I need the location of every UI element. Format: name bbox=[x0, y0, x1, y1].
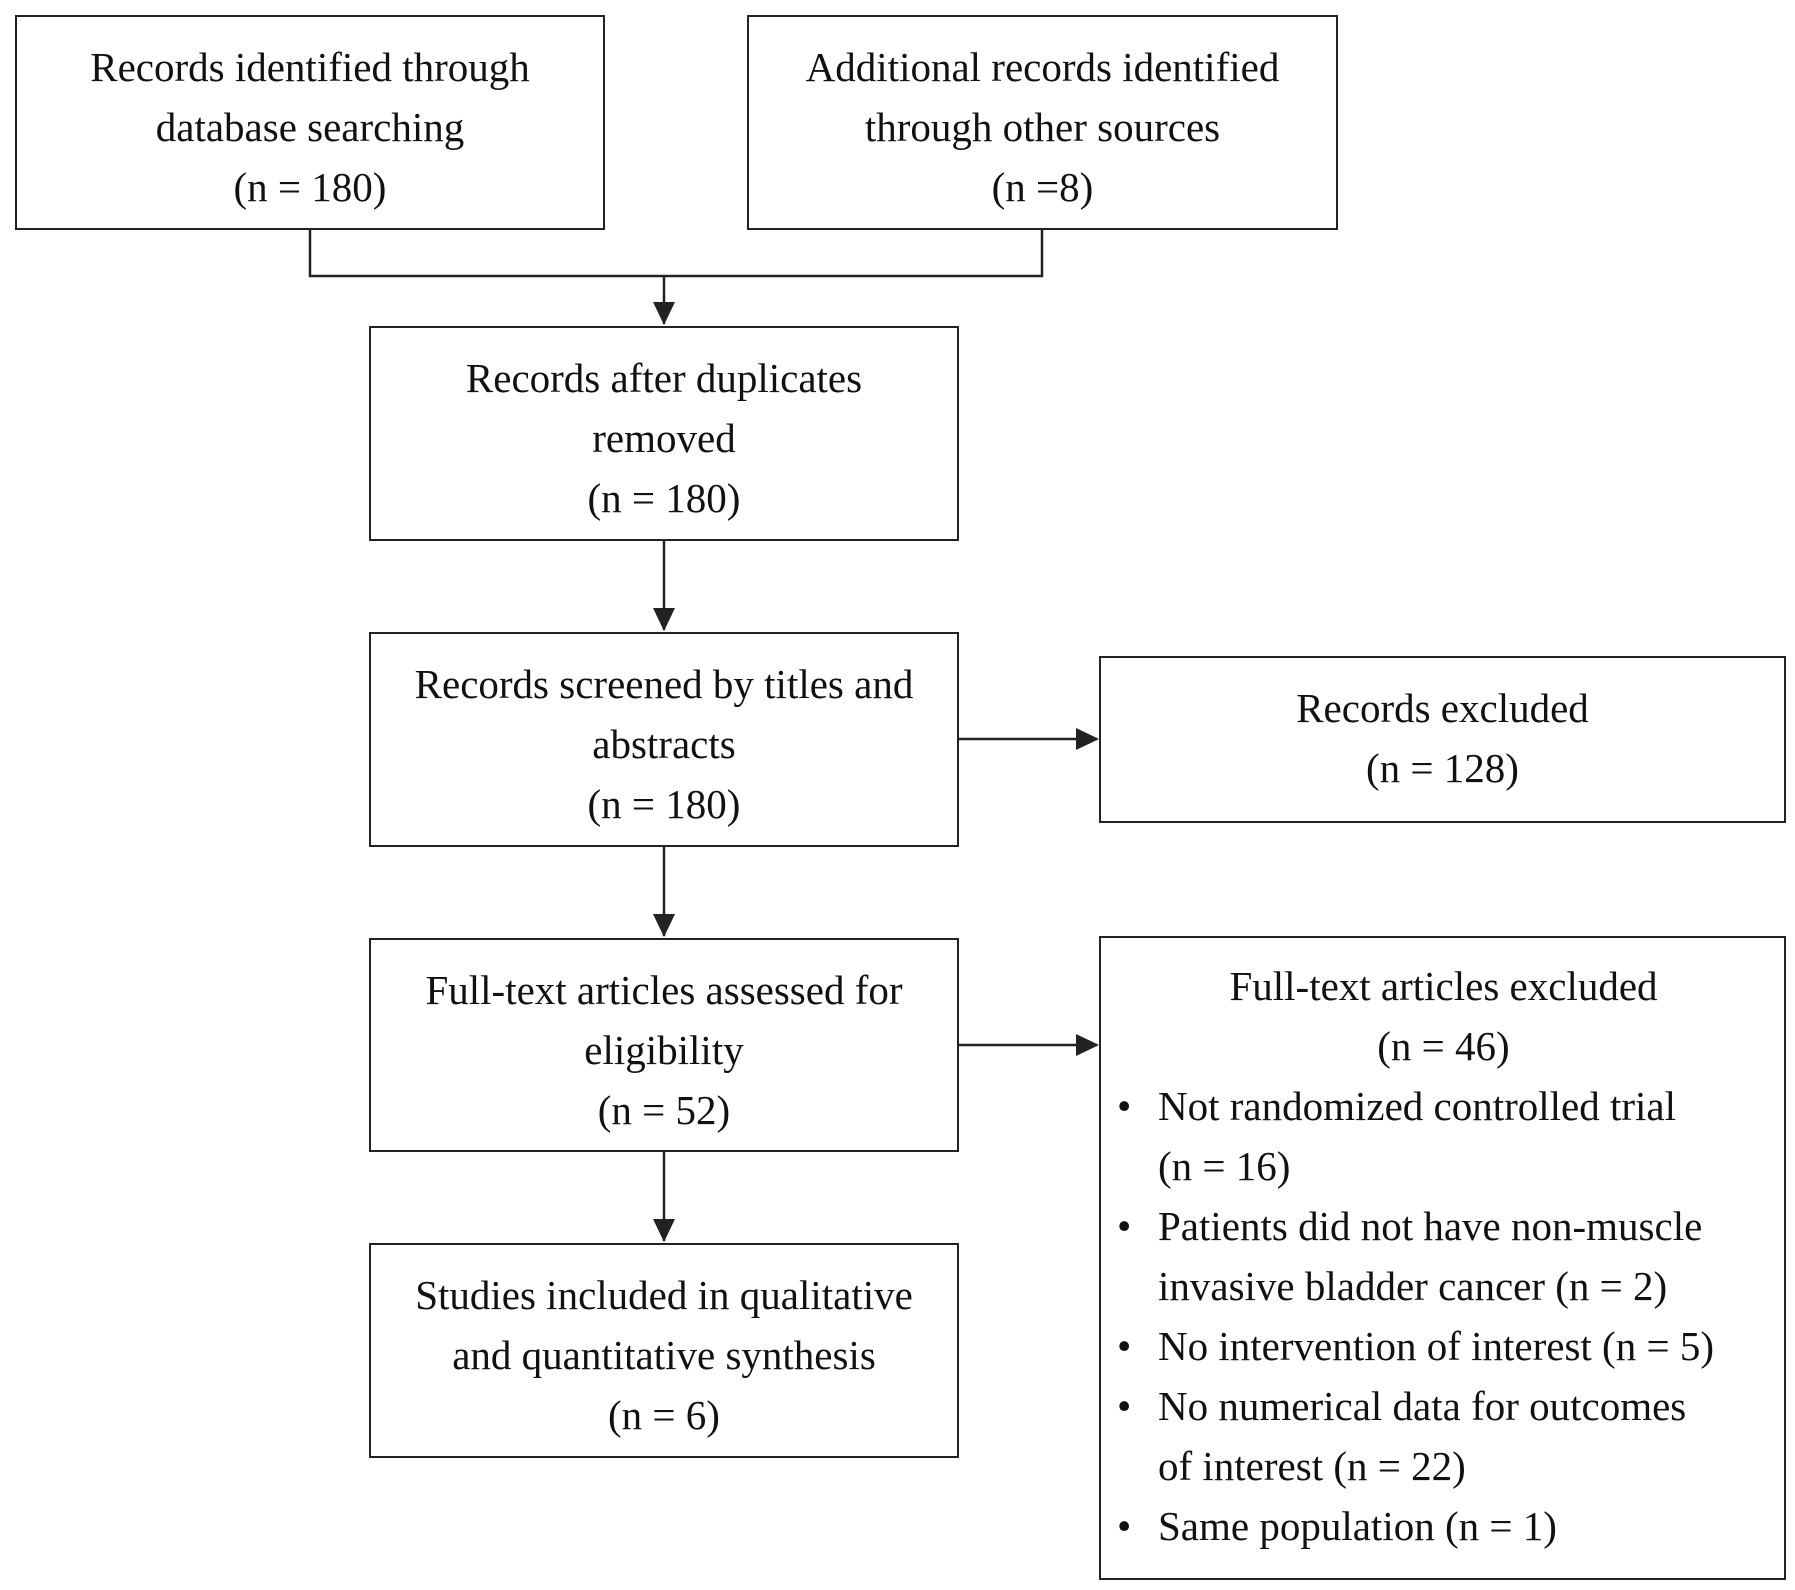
arrowhead-icon bbox=[1076, 728, 1099, 750]
exclusion-reason: • Same population (n = 1) bbox=[1103, 1496, 1784, 1556]
box-line: Records identified through bbox=[90, 44, 530, 90]
box-line: removed bbox=[592, 415, 736, 461]
merge-connector bbox=[308, 230, 1044, 278]
arrowhead-icon bbox=[1076, 1034, 1099, 1056]
bullet-icon: • bbox=[1117, 1503, 1132, 1549]
reason-line: of interest (n = 22) bbox=[1158, 1443, 1466, 1489]
excluded-header: Full-text articles excluded (n = 46) bbox=[1103, 956, 1784, 1076]
screened-records-box: Records screened by titles and abstracts… bbox=[369, 632, 959, 847]
bullet-icon: • bbox=[1117, 1323, 1132, 1369]
box-line: Records screened by titles and bbox=[414, 661, 914, 707]
box-line: (n = 180) bbox=[587, 475, 741, 521]
box-line: Records excluded bbox=[1296, 685, 1589, 731]
arrowhead-icon bbox=[653, 302, 675, 325]
box-line: Studies included in qualitative bbox=[415, 1272, 913, 1318]
exclusion-reason: • No intervention of interest (n = 5) bbox=[1103, 1316, 1784, 1376]
box-line: and quantitative synthesis bbox=[452, 1332, 876, 1378]
reason-line: invasive bladder cancer (n = 2) bbox=[1158, 1263, 1668, 1309]
exclusion-reasons-list: • Not randomized controlled trial (n = 1… bbox=[1103, 1076, 1784, 1556]
box-line: Full-text articles excluded bbox=[1229, 963, 1658, 1009]
bullet-icon: • bbox=[1117, 1083, 1132, 1129]
reason-line: No intervention of interest (n = 5) bbox=[1158, 1323, 1714, 1369]
box-line: abstracts bbox=[592, 721, 736, 767]
arrowhead-icon bbox=[653, 608, 675, 631]
box-line: Records after duplicates bbox=[465, 355, 863, 401]
box-line: (n = 128) bbox=[1366, 745, 1519, 791]
box-line: (n =8) bbox=[991, 164, 1094, 210]
reason-line: (n = 16) bbox=[1158, 1143, 1291, 1189]
box-line: (n = 180) bbox=[587, 781, 741, 827]
box-line: (n = 180) bbox=[233, 164, 387, 210]
box-line: Additional records identified bbox=[805, 44, 1280, 90]
database-records-box: Records identified through database sear… bbox=[15, 15, 605, 230]
reason-line: Not randomized controlled trial bbox=[1158, 1083, 1677, 1129]
reason-line: Same population (n = 1) bbox=[1158, 1503, 1557, 1549]
other-sources-box: Additional records identified through ot… bbox=[747, 15, 1338, 230]
records-excluded-box: Records excluded (n = 128) bbox=[1099, 656, 1786, 823]
box-line: through other sources bbox=[864, 104, 1221, 150]
exclusion-reason: • Patients did not have non-muscle invas… bbox=[1103, 1196, 1784, 1316]
bullet-icon: • bbox=[1117, 1383, 1132, 1429]
full-text-assessed-box: Full-text articles assessed for eligibil… bbox=[369, 938, 959, 1152]
after-duplicates-box: Records after duplicates removed (n = 18… bbox=[369, 326, 959, 541]
reason-line: Patients did not have non-muscle bbox=[1158, 1203, 1703, 1249]
studies-included-box: Studies included in qualitative and quan… bbox=[369, 1243, 959, 1458]
arrowhead-icon bbox=[653, 1219, 675, 1242]
box-line: database searching bbox=[155, 104, 465, 150]
arrowhead-icon bbox=[653, 914, 675, 937]
box-line: (n = 52) bbox=[597, 1087, 731, 1133]
box-line: (n = 46) bbox=[1377, 1023, 1510, 1069]
exclusion-reason: • Not randomized controlled trial (n = 1… bbox=[1103, 1076, 1784, 1196]
bullet-icon: • bbox=[1117, 1203, 1132, 1249]
box-line: eligibility bbox=[584, 1027, 744, 1073]
reason-line: No numerical data for outcomes bbox=[1158, 1383, 1687, 1429]
full-text-excluded-box: Full-text articles excluded (n = 46) • N… bbox=[1099, 936, 1786, 1580]
exclusion-reason: • No numerical data for outcomes of inte… bbox=[1103, 1376, 1784, 1496]
box-line: (n = 6) bbox=[608, 1392, 720, 1438]
box-line: Full-text articles assessed for bbox=[425, 967, 903, 1013]
